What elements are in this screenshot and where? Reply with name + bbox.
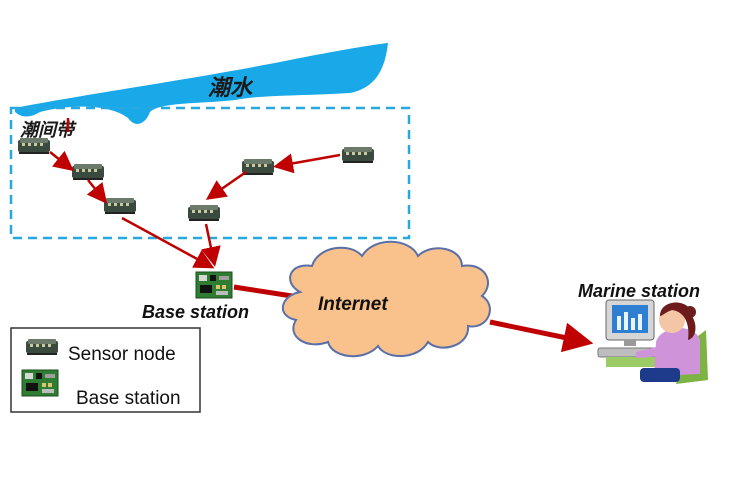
arrow-s1-s2	[49, 150, 74, 172]
legend-sensor-node-label: Sensor node	[68, 344, 176, 365]
legend-base-station-label: Base station	[76, 388, 181, 409]
base-station-board	[195, 271, 233, 299]
legend-sensor-node-icon	[26, 339, 58, 355]
base-station-label: Base station	[142, 302, 249, 322]
marine-station-figure	[597, 299, 708, 384]
arrow-s6-s5	[273, 153, 341, 174]
sensor-node-1	[18, 138, 50, 154]
sensor-node-2	[72, 164, 104, 180]
arrow-s4-base	[201, 223, 221, 267]
sensor-node-3	[104, 198, 136, 214]
link-internet-marine	[489, 319, 594, 353]
link-base-internet	[233, 284, 293, 299]
internet-cloud	[282, 240, 491, 358]
sensor-node-6	[342, 147, 374, 163]
sensor-node-5	[242, 159, 274, 175]
tide-label: 潮水	[208, 75, 254, 100]
internet-label: Internet	[318, 294, 388, 315]
arrow-s3-base	[121, 216, 215, 269]
tide-water	[15, 43, 388, 124]
arrow-s2-s3	[86, 179, 108, 204]
legend-base-station-icon	[21, 369, 59, 397]
intertidal-label: 潮间带	[20, 120, 77, 140]
sensor-node-4	[188, 205, 220, 221]
arrow-s5-s4	[205, 170, 247, 200]
marine-station-label: Marine station	[578, 281, 700, 301]
legend: Sensor node Base station	[10, 327, 201, 413]
